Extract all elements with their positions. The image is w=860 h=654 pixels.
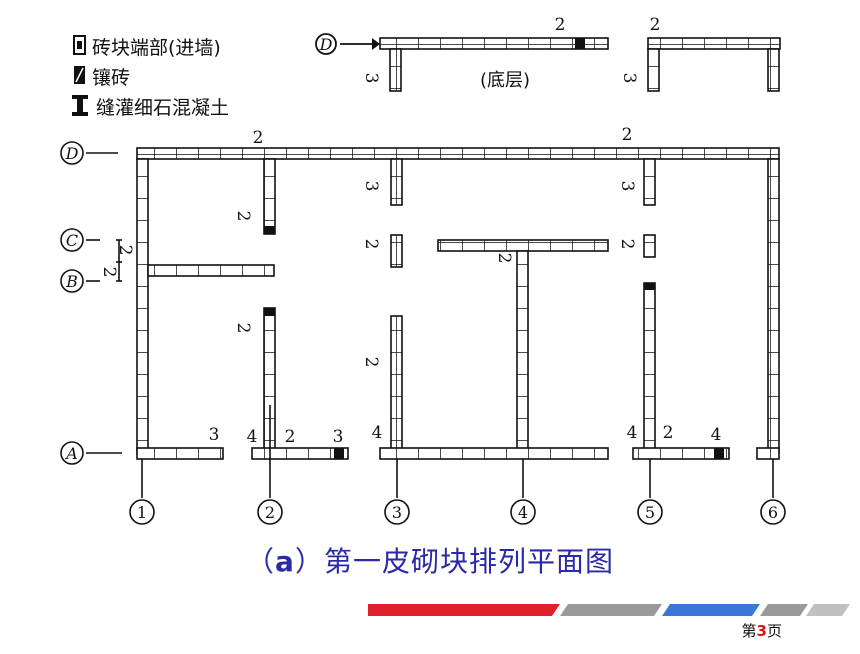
wall-axis-c (437, 239, 609, 252)
caption-letter: a (275, 545, 295, 578)
inset-count-top-right: 2 (650, 15, 661, 35)
axis-c-marker (60, 228, 84, 252)
inset-axis-d-label: D (319, 35, 333, 54)
count-axis2-upper: 2 (233, 211, 253, 222)
axis-b-label: B (65, 272, 78, 291)
page-number: 第3页 (742, 620, 782, 641)
walls (136, 147, 780, 460)
axis-2-marker (257, 499, 283, 525)
footer-stripe (368, 604, 850, 616)
inset-count-left: 3 (361, 73, 381, 84)
wall-axis-5-top (643, 158, 656, 206)
axis-d-label: D (65, 144, 79, 163)
legend-inlay-brick: 镶砖 (72, 63, 130, 90)
axis-3-marker (384, 499, 410, 525)
count-axis3-top: 3 (361, 181, 381, 192)
inset-wall-top-left (379, 37, 609, 50)
inset-ground-floor (315, 33, 781, 92)
axis-3-label: 3 (392, 503, 402, 522)
legend-grout: 缝灌细石混凝土 (72, 93, 229, 120)
wall-axis-3-mid (390, 234, 403, 268)
figure-caption: （a）第一皮砌块排列平面图 (0, 540, 860, 580)
axis-b-marker (60, 269, 84, 293)
axis-d-marker (60, 141, 84, 165)
legend-grout-text: 缝灌细石混凝土 (96, 97, 230, 119)
wall-axis-6 (767, 158, 780, 454)
wall-axis-a-seg5 (756, 447, 780, 460)
wall-axis-3-lower (390, 315, 403, 454)
count-a2-right: 3 (333, 427, 344, 447)
wall-axis-a-seg2 (251, 447, 349, 460)
wall-axis-3-top (390, 158, 403, 206)
axis-4-label: 4 (518, 503, 528, 522)
inset-count-top-left: 2 (555, 15, 566, 35)
caption-open-paren: （ (246, 545, 276, 578)
axis-6-label: 6 (768, 503, 778, 522)
count-a3-left: 4 (372, 423, 383, 443)
axis-1-label: 1 (137, 503, 147, 522)
axis-5-marker (637, 499, 663, 525)
wall-axis-5-mid (643, 234, 656, 258)
caption-close-paren: ） (294, 545, 324, 578)
inlay-brick-icon (74, 66, 85, 84)
wall-axis-2-upper (263, 158, 276, 235)
axis-5-label: 5 (645, 503, 655, 522)
axis-a-marker (60, 441, 84, 465)
count-a5-mid: 2 (663, 423, 674, 443)
count-axis-cb-lower: 2 (99, 267, 119, 278)
count-a5-left: 4 (627, 423, 638, 443)
count-axis-cb-upper: 2 (115, 245, 135, 256)
page-num: 3 (756, 622, 767, 640)
inset-title: (底层) (480, 70, 530, 91)
axis-markers (60, 141, 786, 525)
wall-axis-d (136, 147, 780, 160)
count-top-left: 2 (253, 128, 264, 148)
count-axis5-mid: 2 (617, 239, 637, 250)
axis-6-marker (760, 499, 786, 525)
count-axis4-top: 2 (494, 253, 514, 264)
legend-brick-end-text: 砖块端部(进墙) (92, 37, 221, 59)
axis-c-label: C (66, 231, 78, 250)
count-axis5-top: 3 (617, 181, 637, 192)
count-a1-right: 3 (209, 425, 220, 445)
wall-axis-a-seg3 (379, 447, 609, 460)
inset-wall-top-right (647, 37, 781, 50)
axis-1-marker (129, 499, 155, 525)
count-top-right: 2 (622, 125, 633, 145)
count-axis3-lower: 2 (361, 357, 381, 368)
caption-text: 第一皮砌块排列平面图 (323, 545, 614, 578)
wall-axis-a-seg1 (136, 447, 224, 460)
grout-icon (72, 95, 88, 116)
count-a2-left: 4 (247, 427, 258, 447)
inset-axis-d-marker (315, 33, 337, 55)
axis-2-label: 2 (265, 503, 275, 522)
wall-axis-4 (516, 250, 529, 454)
wall-axis-5-lower (643, 282, 656, 454)
legend-inlay-brick-text: 镶砖 (92, 67, 131, 89)
wall-axis-1 (136, 158, 149, 454)
axis-4-marker (510, 499, 536, 525)
legend-brick-end: 砖块端部(进墙) (72, 33, 221, 60)
inset-count-right: 3 (619, 73, 639, 84)
count-a2-mid: 2 (285, 427, 296, 447)
wall-axis-a-seg4 (632, 447, 730, 460)
page-suffix: 页 (766, 622, 782, 640)
axis-a-label: A (64, 444, 78, 463)
count-axis2-lower: 2 (233, 323, 253, 334)
brick-end-icon (73, 35, 86, 55)
count-axis3-mid: 2 (361, 239, 381, 250)
count-a5-right: 4 (711, 425, 722, 445)
wall-axis-b (147, 264, 275, 277)
page-prefix: 第 (741, 622, 757, 640)
